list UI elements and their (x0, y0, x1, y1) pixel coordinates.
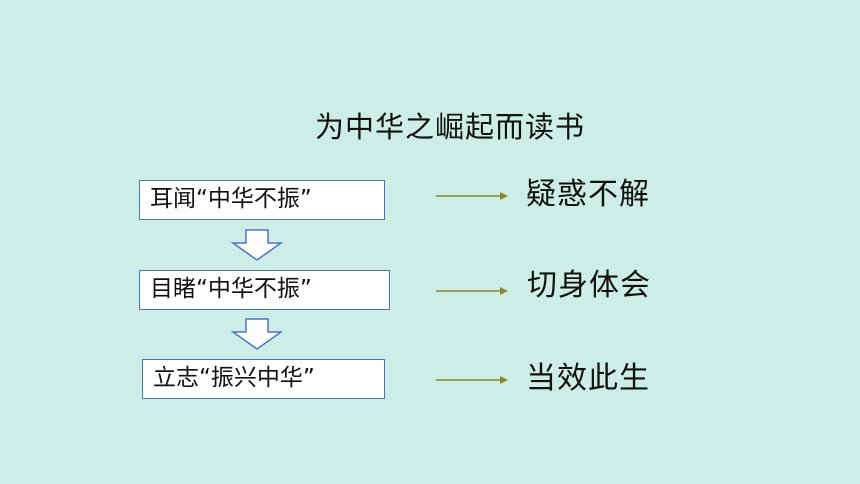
outcome-text-2: 切身体会 (527, 268, 651, 303)
down-arrow-icon (231, 318, 283, 350)
right-arrow-icon (436, 192, 508, 200)
outcome-text-3: 当效此生 (526, 361, 650, 396)
right-arrow-icon (436, 376, 508, 384)
step-box-3: 立志“振兴中华” (142, 359, 385, 399)
step-box-1: 耳闻“中华不振” (139, 180, 385, 220)
down-arrow-icon (231, 229, 283, 261)
step-box-2: 目睹“中华不振” (139, 270, 390, 310)
outcome-text-1: 疑惑不解 (526, 177, 650, 212)
diagram-title: 为中华之崛起而读书 (314, 110, 585, 144)
right-arrow-icon (436, 287, 508, 295)
